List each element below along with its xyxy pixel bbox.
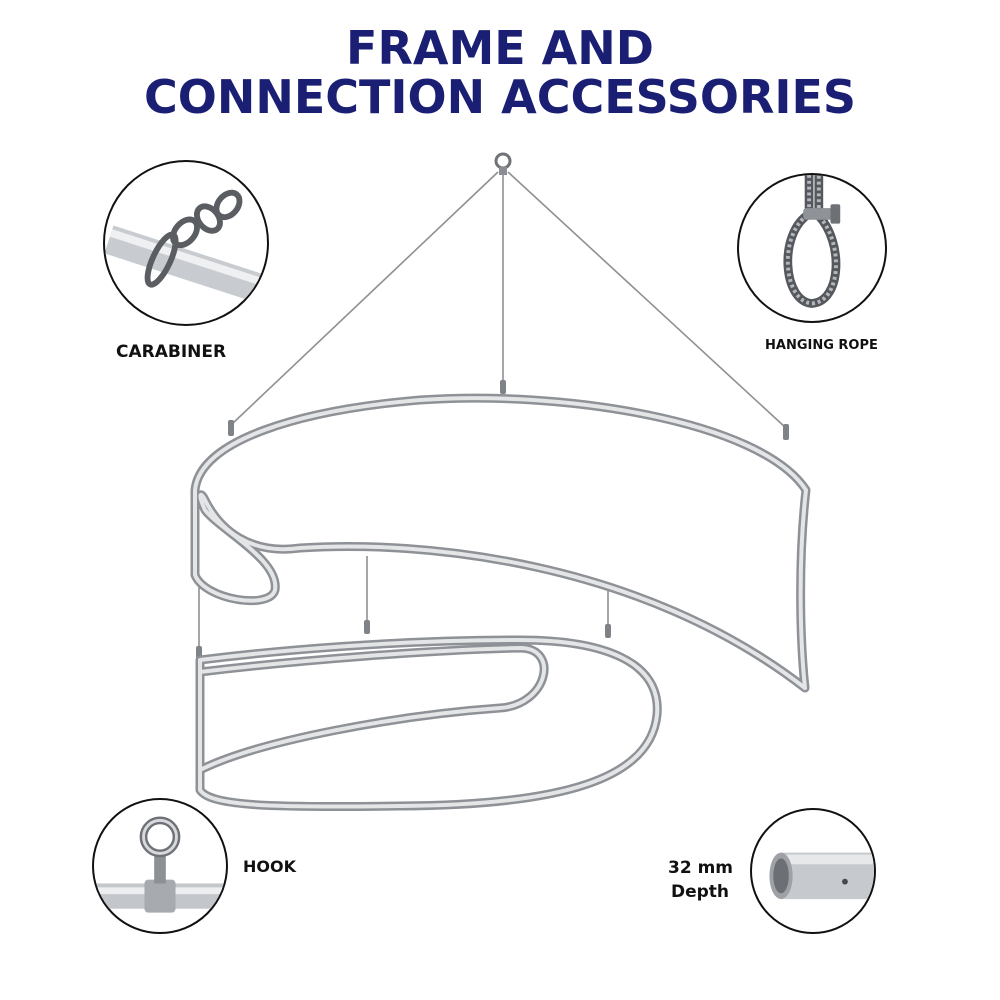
tube-depth-label-line2: Depth	[671, 882, 730, 902]
carabiner-icon	[105, 189, 267, 304]
top-eye-hook	[494, 152, 512, 175]
rope-loop-icon	[783, 175, 841, 308]
carabiner-badge	[103, 160, 269, 326]
page-title-line1: FRAME AND	[346, 21, 654, 75]
eye-hook-icon	[94, 816, 226, 913]
hook-badge	[92, 798, 228, 934]
page-title-line2: CONNECTION ACCESSORIES	[143, 70, 857, 124]
tube-badge	[750, 808, 876, 934]
upper-frame-tube	[190, 393, 811, 693]
hanging-rope-label: HANGING ROPE	[765, 338, 878, 353]
suspension-wires	[198, 171, 787, 652]
tube-end-icon	[769, 852, 874, 900]
lower-frame-tube	[195, 635, 662, 812]
hanging-rope-badge	[737, 173, 887, 323]
carabiner-label: CARABINER	[116, 342, 227, 362]
hook-label: HOOK	[243, 857, 296, 876]
tube-depth-label-line1: 32 mm	[668, 858, 734, 878]
